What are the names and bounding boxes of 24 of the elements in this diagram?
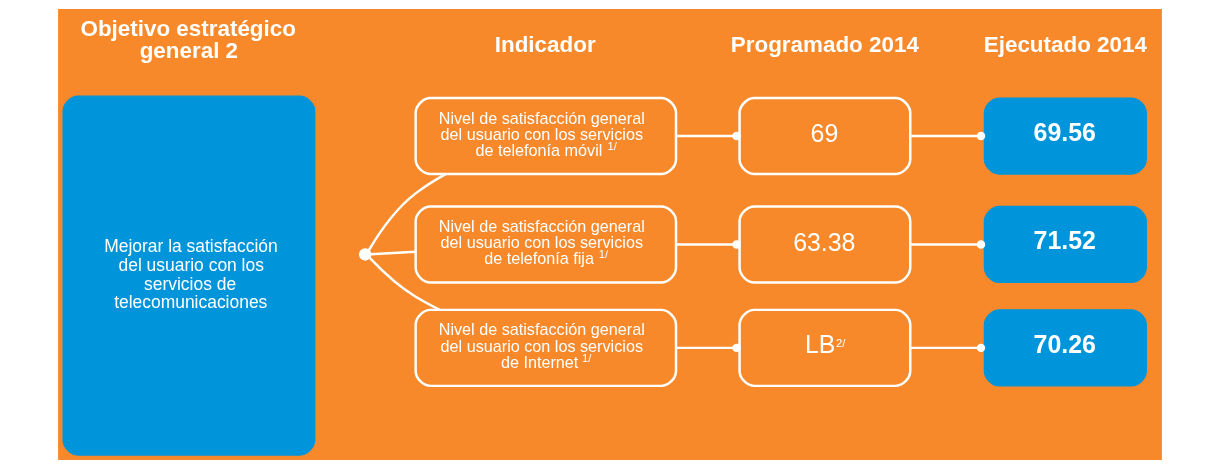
node-box: 71.52 (983, 205, 1147, 283)
node-box: 69.56 (983, 96, 1147, 175)
node-box: LB$^{2/}$ (738, 308, 912, 387)
label: Programado 2014 (730, 31, 919, 57)
label: Indicador (494, 31, 596, 57)
connector (910, 343, 986, 352)
node-box: Mejorar la satisfacción del usuario con los servicios de telecomunicaciones (62, 95, 316, 456)
label: Ejecutado 2014 (983, 31, 1147, 57)
node-box: 69 (738, 96, 912, 175)
node-box: 63.38 (738, 204, 912, 284)
connector (910, 239, 986, 249)
node-circle (358, 247, 372, 261)
connector (676, 343, 741, 352)
node-box: 70.26 (983, 308, 1147, 386)
node-box: Nivel de satisfacción general del usuario con los servicios de Internet$^{1/}$ (414, 308, 678, 387)
node-box: Nivel de satisfacción general del usuario con los servicios de telefonía móvil$^{1/}$ (414, 96, 678, 175)
connector (367, 172, 447, 251)
connector (676, 131, 741, 140)
label: Objetivo estratégico general 2 (80, 15, 296, 63)
connector (676, 239, 741, 249)
connector (368, 256, 441, 311)
connector (910, 131, 986, 140)
node-box: Nivel de satisfacción general del usuario con los servicios de telefonía fija$^{1/}$ (414, 204, 678, 284)
connector (370, 249, 416, 255)
